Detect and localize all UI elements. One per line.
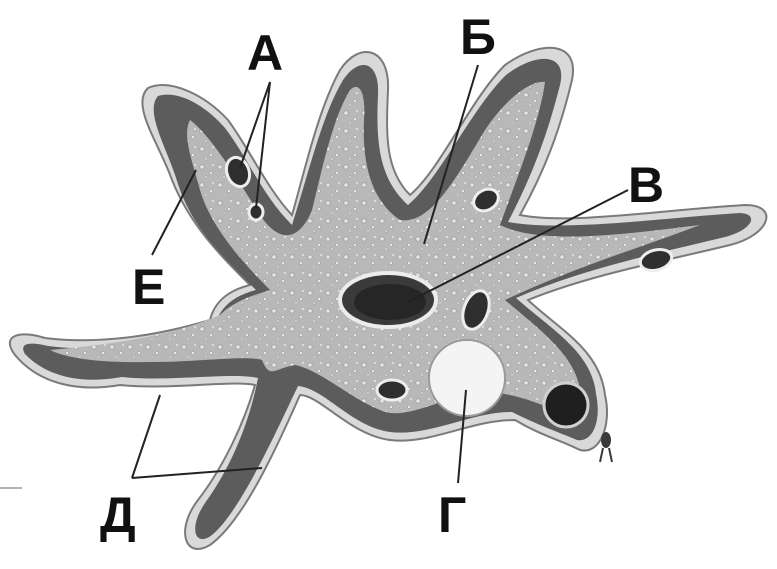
label-v: В	[628, 160, 664, 210]
digestive-vacuole	[377, 380, 407, 400]
contractile-vacuole	[429, 340, 505, 416]
engulfed-food	[544, 383, 588, 427]
label-line-d	[132, 395, 160, 478]
nucleus-texture	[354, 284, 426, 320]
label-e: Е	[132, 262, 165, 312]
label-d: Д	[100, 490, 136, 540]
label-a: А	[247, 28, 283, 78]
bacterium-icon	[600, 432, 612, 462]
label-b: Б	[460, 12, 496, 62]
label-g: Г	[438, 490, 466, 540]
